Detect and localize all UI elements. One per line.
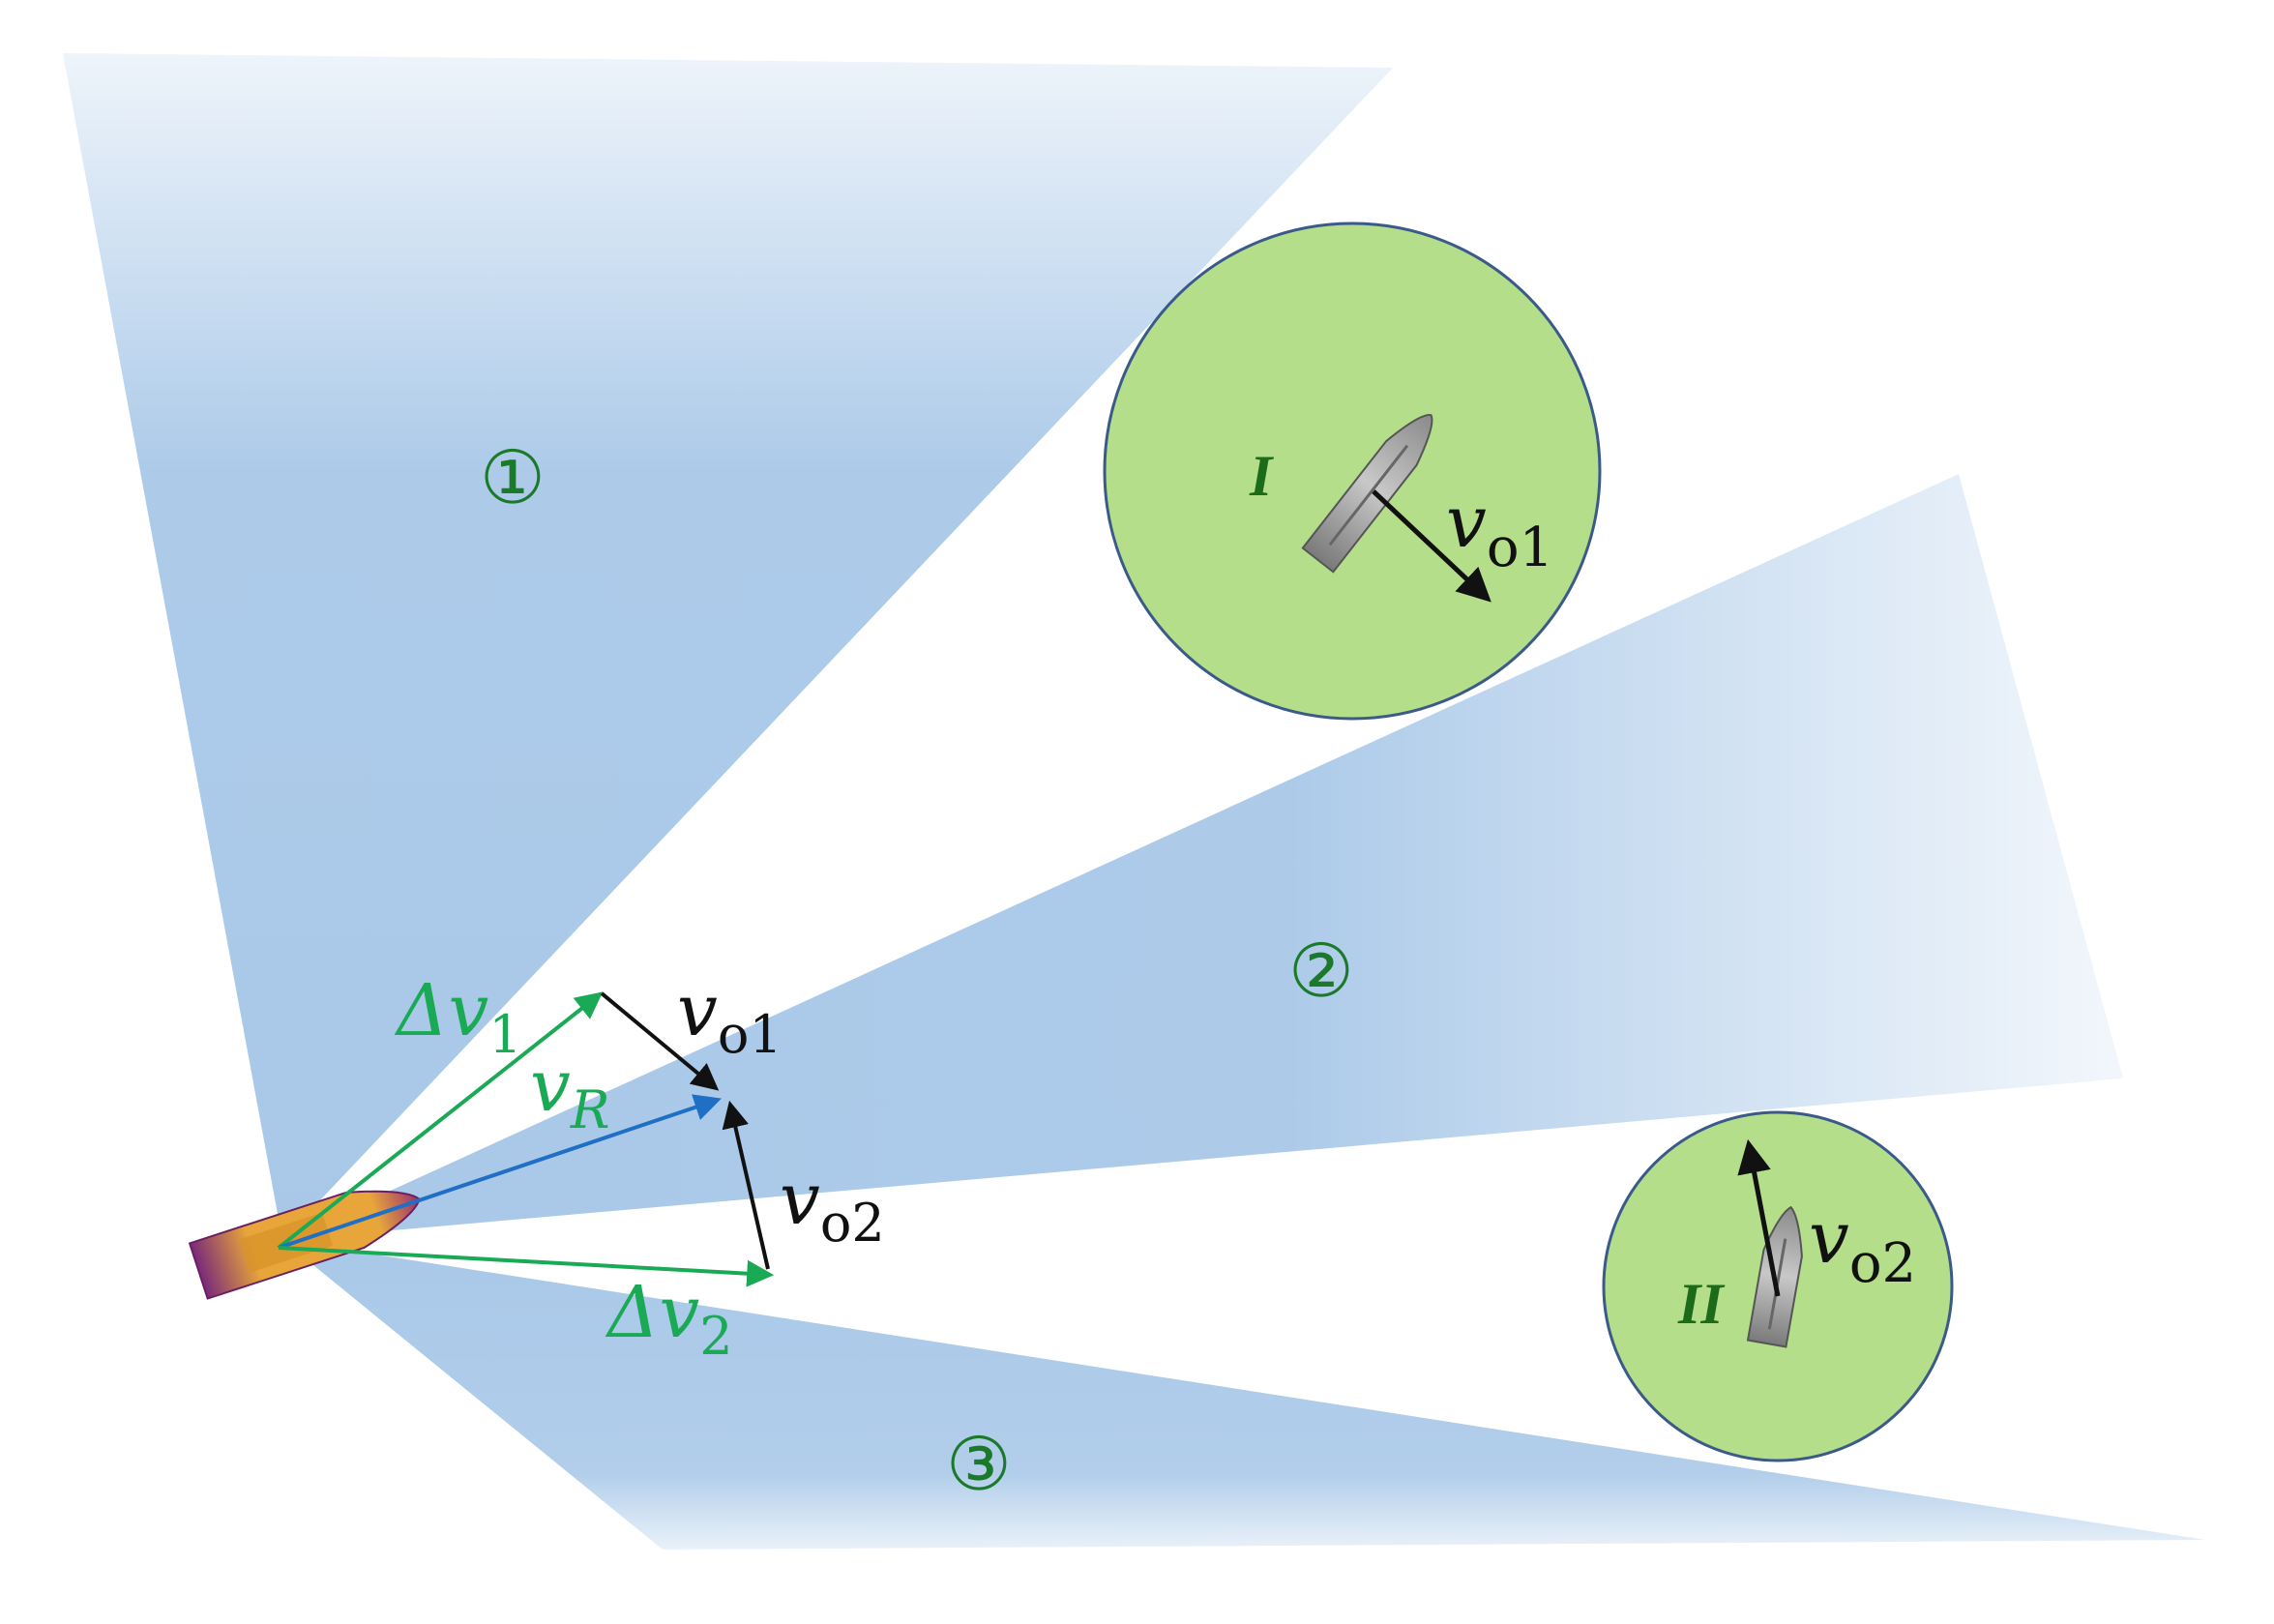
obstacle-2-velocity-label: vo2: [1809, 1196, 1916, 1295]
v-o1-label: vo1: [677, 969, 783, 1065]
obstacle-1: I vo1: [1103, 221, 1602, 721]
zone-3-cone: [282, 1240, 2205, 1550]
delta-v2-symbol: Δv: [605, 1271, 699, 1354]
v-o2-symbol: v: [780, 1158, 820, 1241]
delta-v2-subscript: 2: [699, 1306, 732, 1367]
v-r-symbol: v: [530, 1045, 571, 1128]
obstacle-1-ship-icon: [1301, 414, 1433, 574]
obstacle-1-velocity-arrow: [1372, 489, 1491, 603]
obstacle-1-velocity-label: vo1: [1446, 481, 1553, 579]
zone-2-cone: [282, 474, 2123, 1240]
v-r-subscript: R: [570, 1079, 610, 1140]
v-o1-subscript: o1: [718, 1004, 783, 1065]
zone-3-label: ③: [946, 1421, 1012, 1507]
v-o1-vector: [600, 991, 720, 1091]
delta-v1-subscript: 1: [488, 1004, 521, 1065]
delta-v2-vector: [278, 1246, 775, 1287]
obstacle-2-velocity-symbol: v: [1809, 1196, 1849, 1280]
delta-v1-label: Δv1: [394, 969, 522, 1065]
obstacle-1-circle: [1103, 221, 1602, 721]
obstacle-2-label: II: [1677, 1272, 1726, 1336]
v-o2-vector: [722, 1100, 770, 1270]
zone-1-label: ①: [480, 434, 546, 520]
zone-1-cone: [63, 53, 1393, 1240]
delta-v1-vector: [277, 991, 604, 1250]
v-o2-subscript: o2: [820, 1193, 885, 1254]
obstacle-2: II vo2: [1602, 1110, 1954, 1462]
obstacle-1-velocity-symbol: v: [1446, 481, 1487, 564]
v-r-vector: [278, 1094, 722, 1250]
delta-v1-symbol: Δv: [394, 969, 488, 1052]
obstacle-2-velocity-subscript: o2: [1849, 1232, 1916, 1295]
obstacle-1-velocity-subscript: o1: [1487, 517, 1553, 579]
v-o2-label: vo2: [780, 1158, 885, 1254]
obstacle-2-velocity-arrow: [1737, 1138, 1781, 1297]
v-o1-symbol: v: [677, 969, 718, 1052]
delta-v2-label: Δv2: [605, 1271, 733, 1367]
zone-2-label: ②: [1288, 928, 1354, 1014]
obstacle-1-label: I: [1249, 444, 1275, 508]
v-r-label: vR: [530, 1045, 609, 1140]
